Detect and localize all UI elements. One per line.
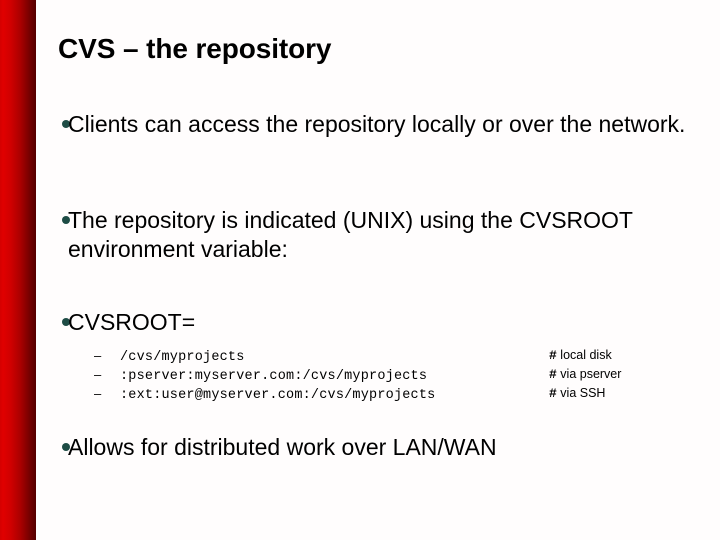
- list-item-repository-indicated: The repository is indicated (UNIX) using…: [36, 206, 720, 264]
- list-item-label: Clients can access the repository locall…: [68, 111, 686, 137]
- hash-icon: #: [549, 386, 557, 401]
- cvsroot-value: :ext:user@myserver.com:/cvs/myprojects: [120, 388, 436, 403]
- spacer: [36, 140, 720, 206]
- cvsroot-comment-label: via pserver: [556, 367, 622, 381]
- bullet-dot-icon: [36, 110, 70, 140]
- cvsroot-comment: # via pserver: [549, 365, 621, 384]
- decorative-red-gradient-bar: [0, 0, 36, 540]
- bullet-dot-icon: [36, 308, 70, 338]
- cvsroot-comment-label: via SSH: [556, 386, 606, 400]
- list-item: – /cvs/myprojects # local disk: [94, 346, 720, 365]
- list-item-label: The repository is indicated (UNIX) using…: [68, 207, 633, 262]
- spacer: [36, 264, 720, 308]
- bullet-list: Clients can access the repository locall…: [36, 110, 720, 463]
- list-item-clients-access: Clients can access the repository locall…: [36, 110, 720, 140]
- cvsroot-value: :pserver:myserver.com:/cvs/myprojects: [120, 369, 428, 384]
- dash-bullet-icon: –: [94, 348, 102, 363]
- cvsroot-comment-label: local disk: [556, 348, 612, 362]
- dash-bullet-icon: –: [94, 367, 102, 382]
- slide-content: CVS – the repository Clients can access …: [36, 0, 720, 540]
- spacer: [36, 403, 720, 433]
- dash-bullet-icon: –: [94, 386, 102, 401]
- bullet-dot-icon: [36, 206, 70, 236]
- bullet-dot-icon: [36, 433, 70, 463]
- list-item-label: CVSROOT=: [68, 309, 196, 335]
- list-item-cvsroot: CVSROOT=: [36, 308, 720, 338]
- list-item-label: Allows for distributed work over LAN/WAN: [68, 434, 497, 460]
- page-title: CVS – the repository: [58, 33, 332, 64]
- cvsroot-comment: # local disk: [549, 346, 612, 365]
- list-item: – :pserver:myserver.com:/cvs/myprojects …: [94, 365, 720, 384]
- cvsroot-value: /cvs/myprojects: [120, 350, 245, 365]
- hash-icon: #: [549, 348, 557, 363]
- list-item-distributed-work: Allows for distributed work over LAN/WAN: [36, 433, 720, 463]
- list-item: – :ext:user@myserver.com:/cvs/myprojects…: [94, 384, 720, 403]
- cvsroot-comment: # via SSH: [549, 384, 605, 403]
- cvsroot-examples-list: – /cvs/myprojects # local disk – :pserve…: [36, 346, 720, 403]
- hash-icon: #: [549, 367, 557, 382]
